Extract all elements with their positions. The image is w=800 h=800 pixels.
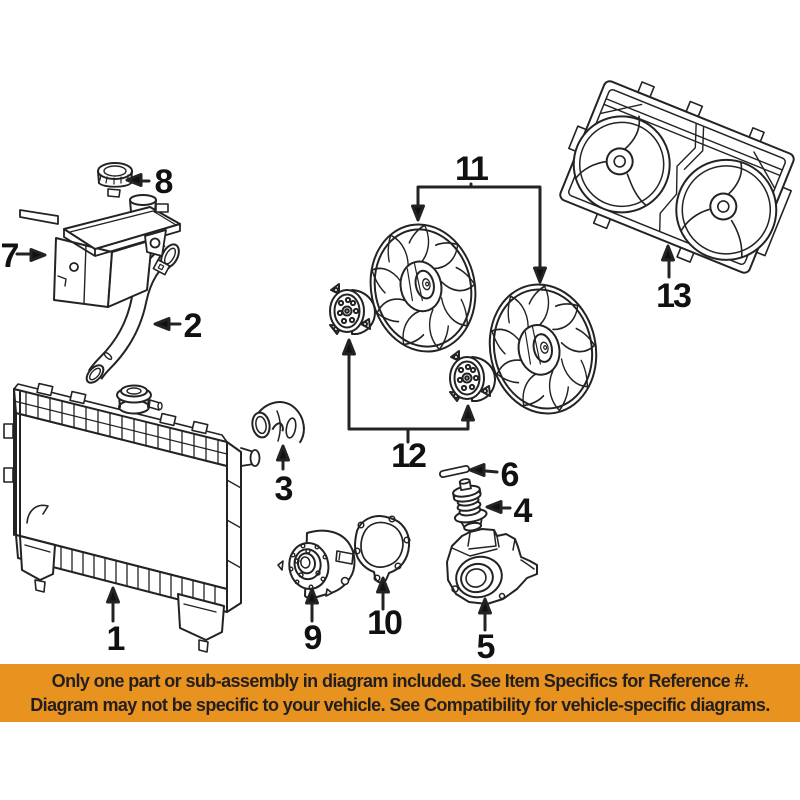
callout-11-bracket [411, 182, 547, 284]
callout-5-arrow [478, 597, 492, 632]
seal-drawing [439, 465, 470, 478]
callout-9: 9 [304, 619, 322, 657]
fan-blade-right-drawing [478, 274, 608, 423]
callout-12: 12 [391, 437, 426, 475]
callout-11: 11 [455, 150, 488, 188]
callout-5: 5 [477, 628, 495, 666]
callout-3: 3 [275, 470, 293, 508]
callout-10: 10 [367, 604, 402, 642]
thermostat-drawing [452, 478, 488, 532]
callout-6: 6 [501, 456, 519, 494]
callout-12-bracket [342, 338, 475, 444]
callout-2-arrow [153, 317, 182, 331]
disclaimer-line-2: Diagram may not be specific to your vehi… [30, 695, 770, 715]
callout-10-arrow [376, 576, 390, 611]
callout-4-arrow [485, 500, 512, 514]
outlet-elbow-drawing [251, 401, 305, 444]
callout-arrows [15, 173, 675, 632]
fan-motor-left-drawing [329, 283, 376, 335]
water-pump-gasket-drawing [353, 515, 411, 584]
callout-6-arrow [468, 463, 499, 477]
callout-13: 13 [656, 277, 691, 315]
disclaimer-line-1: Only one part or sub-assembly in diagram… [51, 671, 749, 691]
callout-8-arrow [125, 173, 151, 187]
fan-blade-left-drawing [359, 215, 487, 362]
radiator-drawing [3, 382, 261, 653]
callout-2: 2 [184, 307, 202, 345]
callout-7: 7 [1, 237, 19, 275]
fan-shroud-drawing [559, 80, 795, 274]
fan-motor-right-drawing [449, 350, 496, 402]
water-pump-drawing [277, 529, 356, 600]
radiator-filler-neck [116, 384, 163, 415]
callout-4: 4 [514, 492, 533, 530]
callout-8: 8 [155, 163, 173, 201]
callout-1: 1 [107, 620, 125, 658]
callout-7-arrow [15, 248, 47, 262]
thermostat-housing-drawing [446, 528, 538, 605]
disclaimer-banner: Only one part or sub-assembly in diagram… [0, 664, 800, 722]
callout-1-arrow [106, 586, 120, 623]
callout-numbers: 1 2 3 4 5 6 7 8 9 10 11 12 13 [1, 150, 693, 666]
coolant-reservoir-drawing [19, 194, 181, 308]
callout-3-arrow [276, 444, 290, 471]
callout-13-arrow [661, 244, 675, 279]
callout-9-arrow [305, 587, 319, 623]
